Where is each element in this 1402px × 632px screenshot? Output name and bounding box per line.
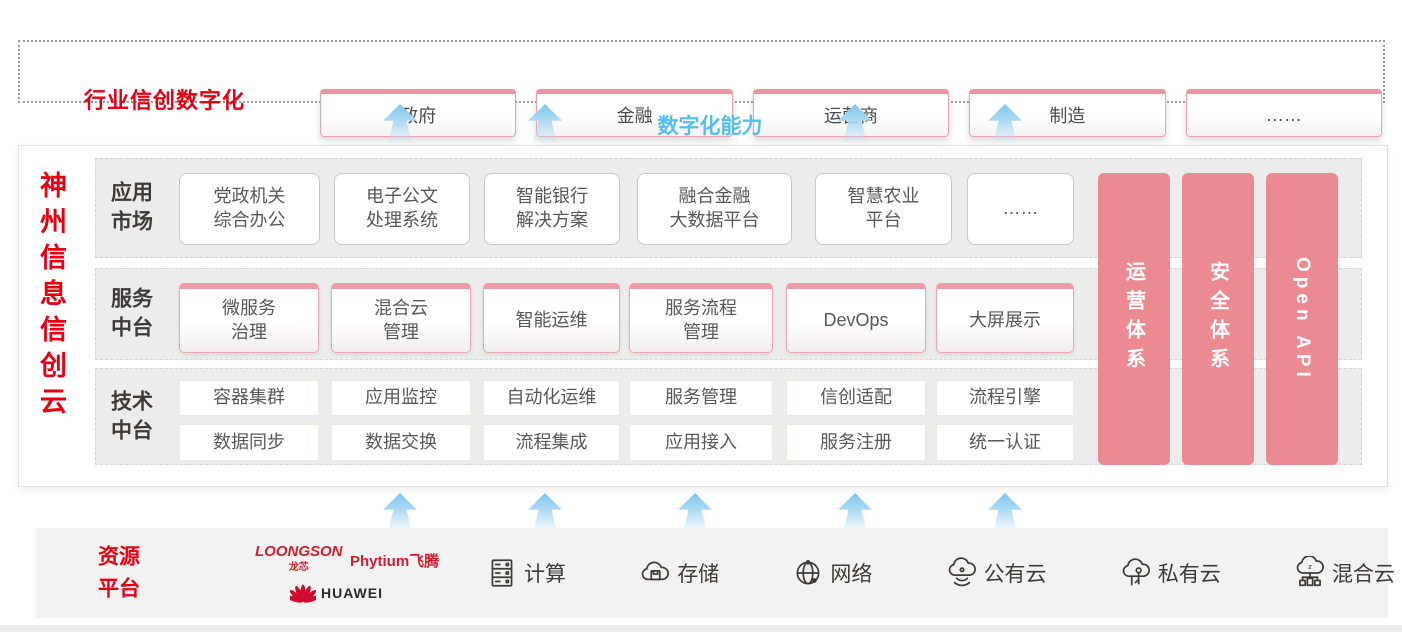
up-arrow-icon xyxy=(988,493,1022,533)
svc-box-service-process-mgmt: 服务流程 管理 xyxy=(629,283,773,353)
network-globe-icon xyxy=(796,560,820,585)
app-market-panel: 应用 市场 党政机关 综合办公 电子公文 处理系统 智能银行 解决方案 融合金融… xyxy=(95,158,1362,258)
app-box-edoc-system: 电子公文 处理系统 xyxy=(334,173,470,245)
tech-box-data-exchange: 数据交换 xyxy=(331,424,471,461)
storage-cloud-icon xyxy=(641,561,670,581)
resource-item-network: 网络 xyxy=(791,556,872,590)
svc-box-intelligent-ops: 智能运维 xyxy=(483,283,620,353)
svc-box-devops: DevOps xyxy=(786,283,926,353)
app-box-smart-banking: 智能银行 解决方案 xyxy=(484,173,620,245)
svc-box-microservice-governance: 微服务 治理 xyxy=(179,283,319,353)
industry-band-title: 行业信创数字化 xyxy=(84,88,246,113)
service-platform-panel: 服务 中台 微服务 治理 混合云 管理 智能运维 服务流程 管理 DevOps … xyxy=(95,268,1362,360)
resource-item-compute: 计算 xyxy=(485,556,566,590)
resource-item-storage: 存储 xyxy=(638,556,719,590)
tech-box-data-sync: 数据同步 xyxy=(179,424,319,461)
chip-vendor-logos: LOONGSON 龙芯 Phytium飞腾 HUAWEI xyxy=(235,536,465,610)
huawei-flower-icon xyxy=(290,584,316,603)
industry-band: 行业信创数字化 政府 金融 运营商 制造 …… xyxy=(18,40,1385,137)
industry-more: …… xyxy=(1185,89,1383,137)
tech-box-unified-auth: 统一认证 xyxy=(936,424,1074,461)
private-cloud-icon xyxy=(1122,558,1150,586)
up-arrow-icon xyxy=(838,493,872,533)
pillar-open-api: Open API xyxy=(1266,173,1338,465)
up-arrow-icon xyxy=(678,493,712,533)
tech-box-process-engine: 流程引擎 xyxy=(936,380,1074,416)
phytium-logo: Phytium飞腾 xyxy=(350,553,440,570)
huawei-logo: HUAWEI xyxy=(290,580,383,606)
svg-text:z: z xyxy=(1308,562,1312,571)
tech-box-app-access: 应用接入 xyxy=(629,424,773,461)
app-market-label: 应用 市场 xyxy=(111,181,153,234)
resource-item-hybrid-cloud: z 混合云 xyxy=(1293,556,1395,590)
app-box-more: …… xyxy=(967,173,1074,245)
loongson-logo: LOONGSON 龙芯 xyxy=(255,543,343,573)
service-platform-label: 服务 中台 xyxy=(111,287,153,340)
industry-finance: 金融 xyxy=(536,89,733,137)
resource-platform-panel: 资源 平台 LOONGSON 龙芯 Phytium飞腾 xyxy=(35,528,1395,618)
tech-box-container-cluster: 容器集群 xyxy=(179,380,319,416)
platform-vertical-title: 神州信息信创云 xyxy=(36,171,66,423)
digital-capability-label: 数字化能力 xyxy=(657,115,763,138)
industry-government: 政府 xyxy=(320,89,517,137)
up-arrow-icon xyxy=(528,493,562,533)
hybrid-cloud-icon: z xyxy=(1296,556,1324,587)
svc-box-big-screen-display: 大屏展示 xyxy=(936,283,1074,353)
app-box-finance-bigdata: 融合金融 大数据平台 xyxy=(637,173,792,245)
app-box-smart-agriculture: 智慧农业 平台 xyxy=(815,173,952,245)
pillar-security-system: 安全体系 xyxy=(1182,173,1254,465)
public-cloud-icon xyxy=(948,557,976,587)
tech-box-xinchuang-adapt: 信创适配 xyxy=(786,380,926,416)
svc-box-hybrid-cloud-mgmt: 混合云 管理 xyxy=(331,283,471,353)
footer-strip xyxy=(0,625,1402,632)
resource-item-public-cloud: 公有云 xyxy=(945,556,1047,590)
app-box-party-gov-office: 党政机关 综合办公 xyxy=(179,173,320,245)
tech-box-app-monitoring: 应用监控 xyxy=(331,380,471,416)
resource-item-private-cloud: 私有云 xyxy=(1119,556,1221,590)
resource-item-list: 计算 存储 网络 xyxy=(485,528,1395,618)
tech-platform-label: 技术 中台 xyxy=(111,390,153,443)
pillar-operation-system: 运营体系 xyxy=(1098,173,1170,465)
tech-box-process-integration: 流程集成 xyxy=(483,424,620,461)
tech-platform-panel: 技术 中台 容器集群 应用监控 自动化运维 服务管理 信创适配 流程引擎 数据同… xyxy=(95,368,1362,465)
up-arrow-icon xyxy=(383,493,417,533)
server-icon xyxy=(491,559,513,587)
tech-box-service-mgmt: 服务管理 xyxy=(629,380,773,416)
resource-platform-label: 资源 平台 xyxy=(98,545,140,601)
tech-box-automated-ops: 自动化运维 xyxy=(483,380,620,416)
tech-box-service-registry: 服务注册 xyxy=(786,424,926,461)
